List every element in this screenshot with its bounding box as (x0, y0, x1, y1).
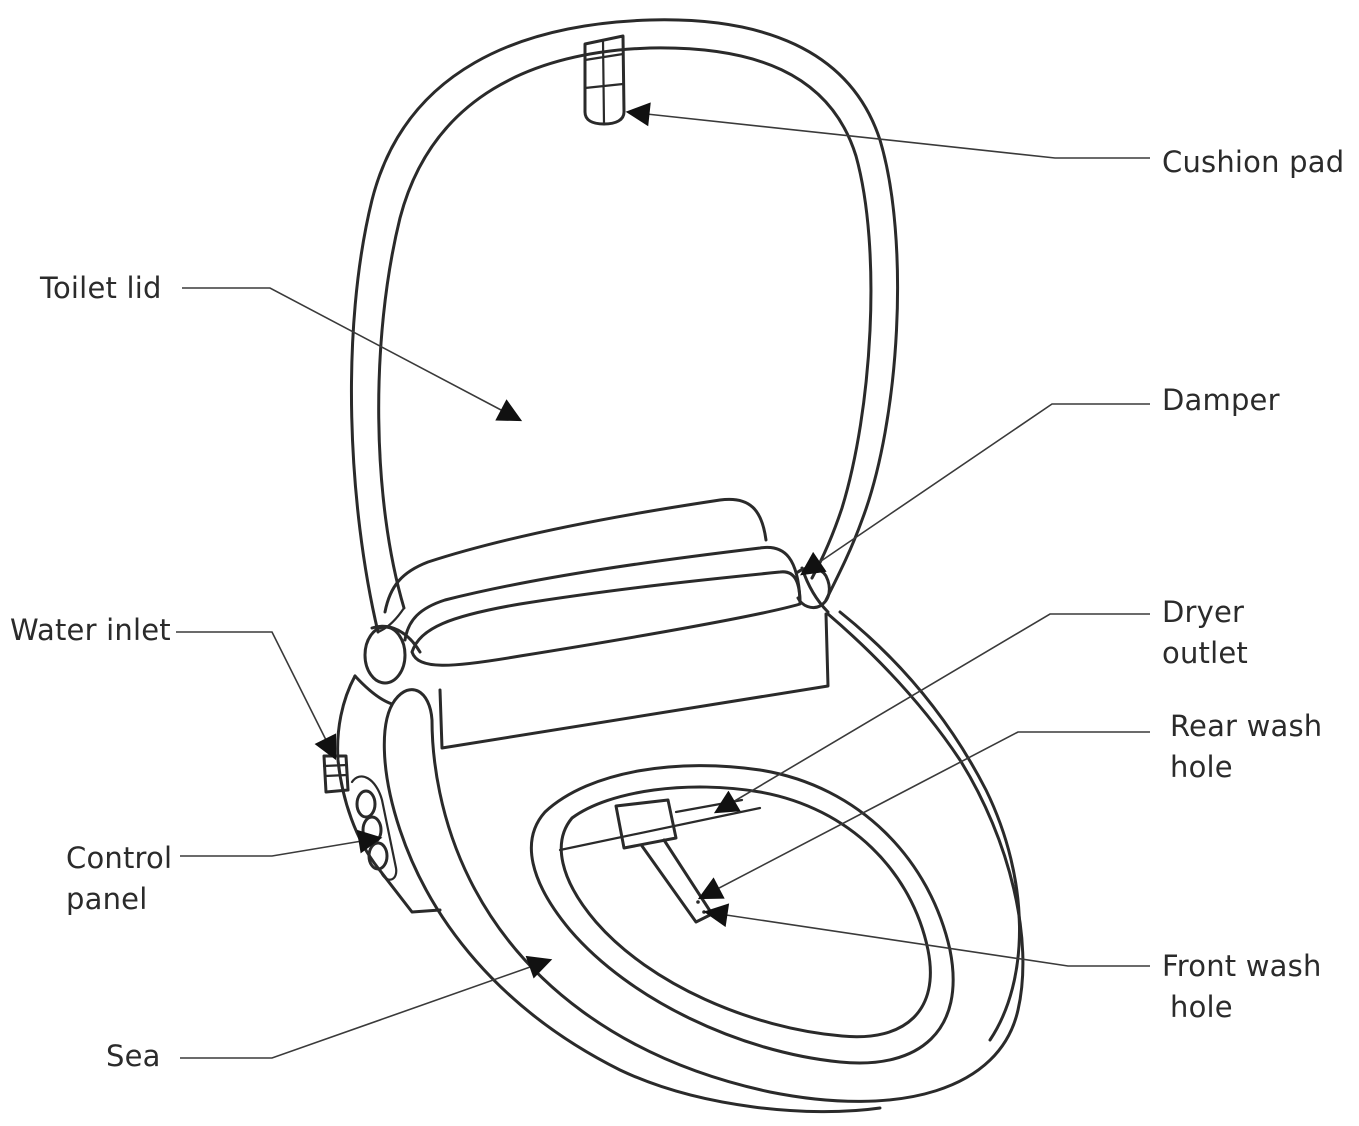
label-damper: Damper (1162, 380, 1280, 421)
wand-shape (560, 800, 760, 922)
label-water-inlet: Water inlet (10, 610, 171, 651)
label-control-panel: Control panel (66, 838, 172, 920)
label-toilet-lid: Toilet lid (40, 268, 162, 309)
label-front-wash-hole-line1: Front wash (1162, 946, 1322, 987)
label-dryer-outlet-line2: outlet (1162, 633, 1248, 674)
label-rear-wash-hole: Rear wash hole (1170, 706, 1322, 788)
label-dryer-outlet-line1: Dryer (1162, 592, 1248, 633)
label-rear-wash-hole-line2: hole (1170, 747, 1322, 788)
rear-wash-hole-leader (700, 732, 1150, 898)
label-cushion-pad: Cushion pad (1162, 142, 1344, 183)
water-inlet-shape (324, 756, 348, 792)
label-control-panel-line1: Control (66, 838, 172, 879)
hinge-housing (385, 499, 828, 748)
left-hinge-body (338, 626, 440, 912)
label-front-wash-hole-line2: hole (1162, 987, 1322, 1028)
control-panel-leader (180, 838, 380, 856)
label-dryer-outlet: Dryer outlet (1162, 592, 1248, 674)
water-inlet-leader (176, 632, 335, 758)
damper-leader (802, 404, 1150, 574)
seat-leader (180, 960, 550, 1058)
label-seat: Sea (106, 1036, 161, 1077)
label-rear-wash-hole-line1: Rear wash (1170, 706, 1322, 747)
cushion-pad-leader (628, 112, 1150, 158)
label-control-panel-line2: panel (66, 879, 172, 920)
label-front-wash-hole: Front wash hole (1162, 946, 1322, 1028)
dryer-outlet-leader (716, 614, 1150, 812)
